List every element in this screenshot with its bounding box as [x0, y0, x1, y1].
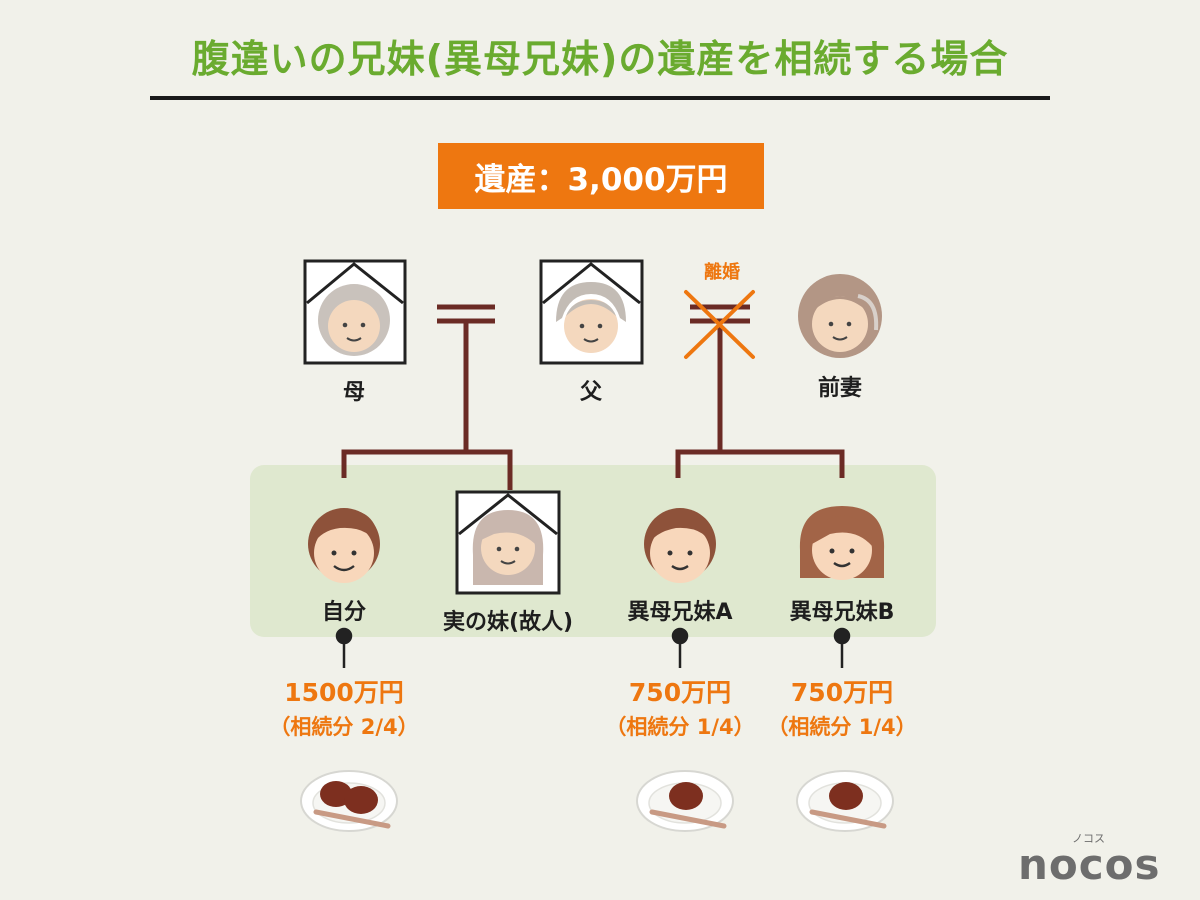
former-wife-portrait-icon: [798, 274, 882, 358]
label-mother: 母: [342, 380, 366, 405]
father-portrait-icon: [539, 259, 644, 365]
share-half-a-fraction: （相続分 1/4）: [605, 715, 755, 739]
pin-half-b: [833, 627, 851, 645]
share-half-b-fraction: （相続分 1/4）: [767, 715, 917, 739]
share-self: 1500万円 （相続分 2/4）: [269, 676, 418, 744]
divorce-cross-icon: [684, 290, 755, 359]
pin-self: [335, 627, 353, 645]
share-half-b-amount: 750万円: [790, 678, 894, 707]
estate-badge: 遺産：3,000万円: [438, 143, 764, 209]
sister-portrait-icon: [455, 490, 561, 595]
label-former-wife: 前妻: [817, 376, 863, 401]
brand-kana: ノコス: [1072, 832, 1105, 845]
divorce-label: 離婚: [704, 262, 740, 283]
page-title: 腹違いの兄妹(異母兄妹)の遺産を相続する場合: [191, 37, 1009, 81]
children-bracket-right: [675, 449, 845, 478]
half-sibling-a-avatar-icon: [644, 508, 716, 583]
label-sister: 実の妹(故人): [442, 610, 574, 635]
plate-self-icon: [300, 770, 398, 832]
plate-half-a-icon: [636, 770, 734, 832]
plate-half-b-icon: [796, 770, 894, 832]
share-half-a-amount: 750万円: [628, 678, 732, 707]
brand-logo: nocos: [1018, 840, 1161, 889]
pin-half-a: [671, 627, 689, 645]
share-half-b: 750万円 （相続分 1/4）: [767, 676, 916, 744]
half-sibling-b-avatar-icon: [799, 506, 885, 580]
label-self: 自分: [321, 600, 367, 625]
title-underline: [150, 96, 1050, 100]
share-self-fraction: （相続分 2/4）: [269, 715, 419, 739]
share-pins: [335, 627, 851, 668]
children-bracket-left: [341, 449, 513, 490]
mother-portrait-icon: [303, 259, 407, 365]
self-avatar-icon: [308, 508, 380, 583]
label-half-sibling-a: 異母兄妹A: [627, 600, 733, 625]
label-half-sibling-b: 異母兄妹B: [789, 600, 895, 625]
label-father: 父: [579, 380, 603, 405]
share-self-amount: 1500万円: [284, 678, 404, 707]
share-half-a: 750万円 （相続分 1/4）: [605, 676, 754, 744]
